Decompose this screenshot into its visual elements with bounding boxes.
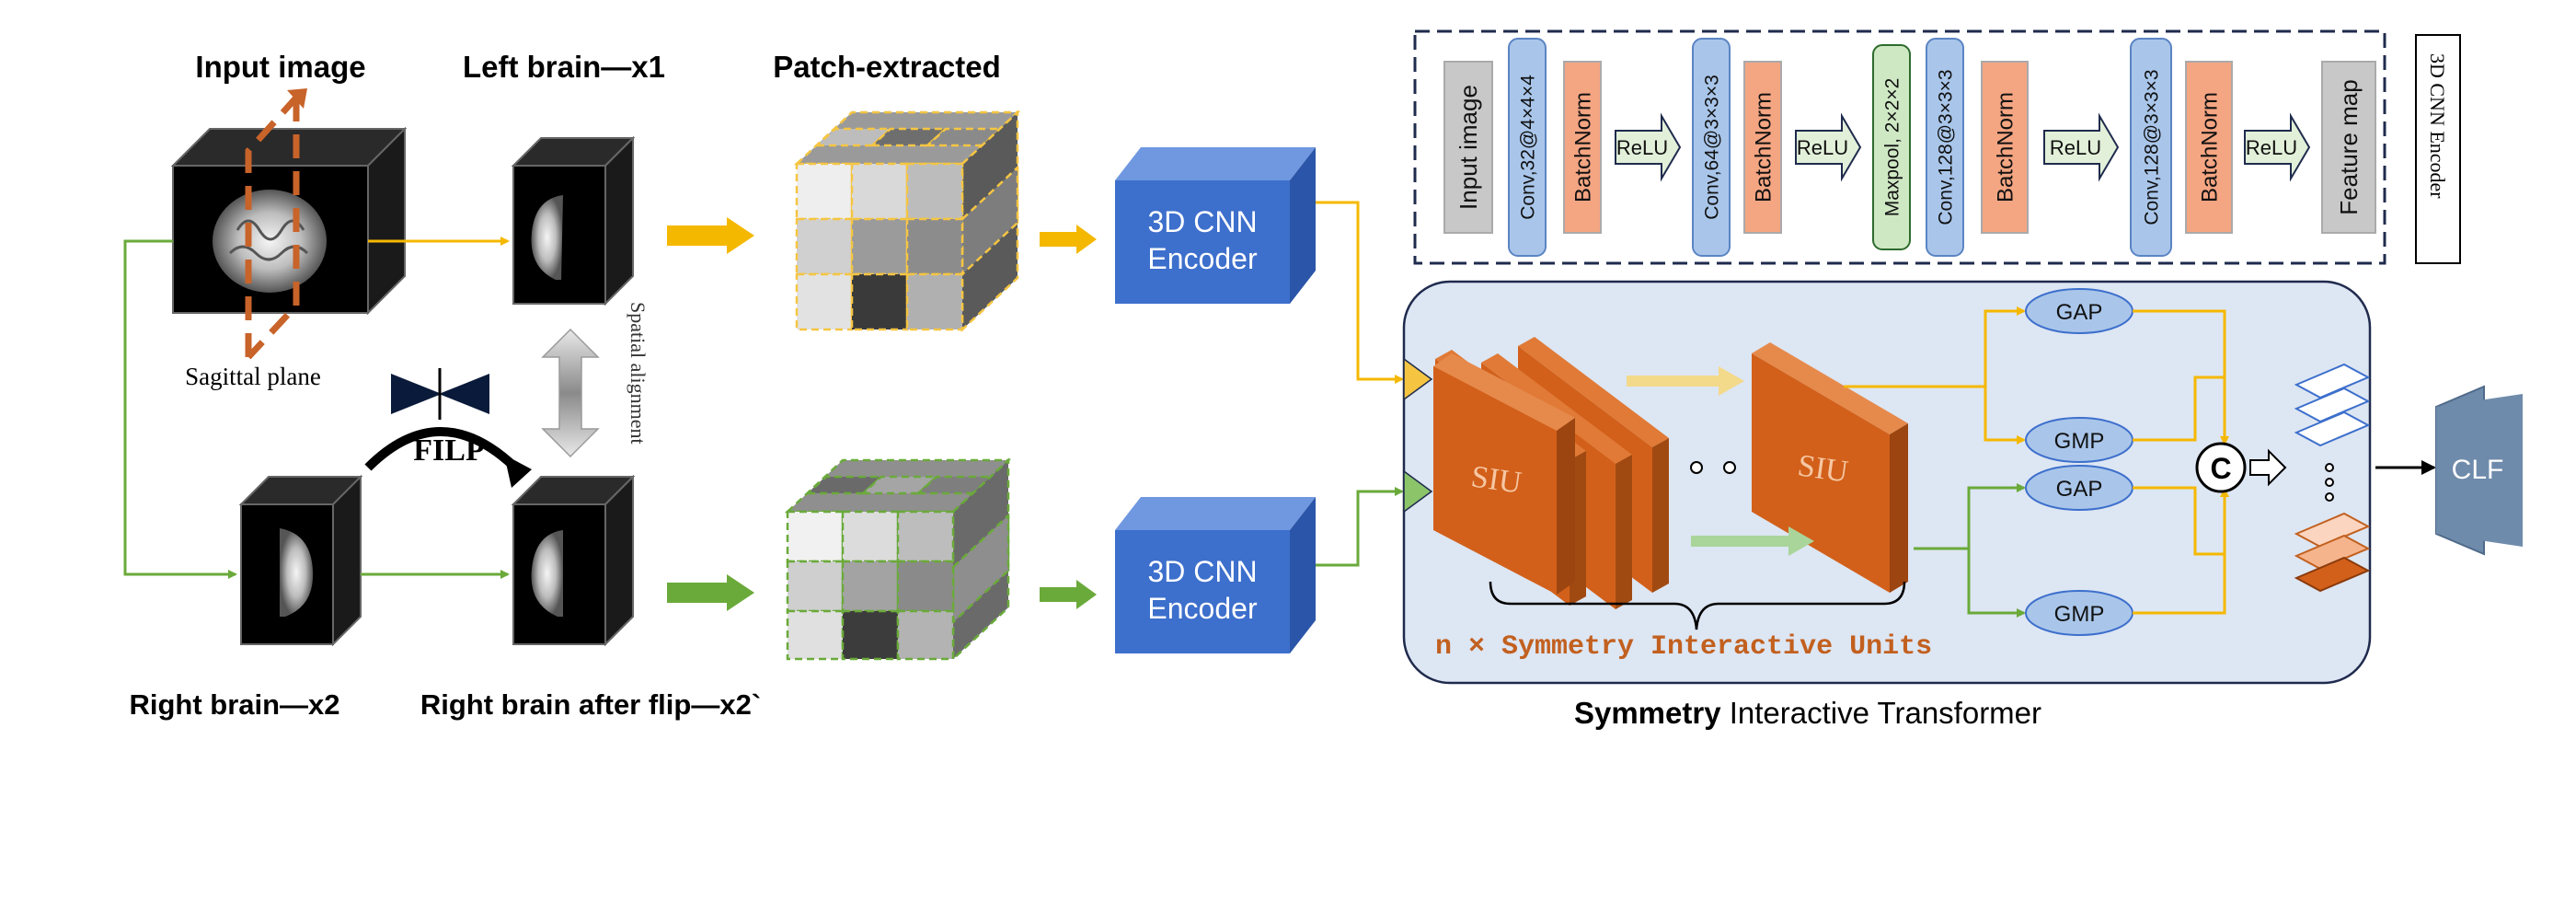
cnn-layer-label: Maxpool, 2×2×2: [1881, 78, 1903, 217]
left-brain-image: [531, 195, 563, 280]
siu-label-2: SIU: [1796, 448, 1850, 489]
cnn-layer-relu3: ReLU: [2043, 112, 2120, 182]
clf-block: CLF: [2435, 385, 2523, 556]
cnn-encoder-side-label: 3D CNN Encoder: [2426, 53, 2449, 199]
sagittal-plane-label: Sagittal plane: [185, 363, 321, 390]
gmp-node-bottom: GMP: [2025, 590, 2133, 636]
cnn-layer-feature-map: Feature map: [2321, 61, 2376, 234]
gmp-node-top: GMP: [2025, 417, 2133, 463]
cnn-layer-bn3: BatchNorm: [1981, 61, 2029, 234]
green-pool-branch: [1914, 483, 2026, 618]
cnn-layer-label: ReLU: [1616, 136, 1668, 159]
right-brain-flip-title: Right brain after flip—x2`: [420, 688, 761, 721]
cnn-layer-relu2: ReLU: [1795, 112, 1862, 182]
spatial-alignment-arrow: [541, 328, 600, 458]
clf-label: CLF: [2452, 455, 2504, 485]
cnn-encoder-bottom-line1: 3D CNN: [1147, 555, 1257, 588]
cnn-layer-bn2: BatchNorm: [1743, 61, 1782, 234]
siu-units-label: n × Symmetry Interactive Units: [1435, 631, 1932, 663]
left-brain-title: Left brain—x1: [463, 50, 665, 84]
concat-to-features-arrow: [2249, 448, 2287, 487]
gap-label-bottom: GAP: [2056, 477, 2103, 502]
transformer-input-marker-bottom: [1403, 469, 1433, 514]
spatial-alignment-label: Spatial alignment: [627, 302, 650, 445]
cnn-layer-bn1: BatchNorm: [1563, 61, 1602, 234]
cnn-layer-conv1: Conv,32@4×4×4: [1508, 38, 1547, 257]
cnn-layer-label: ReLU: [2246, 136, 2297, 159]
patch-cube-yellow: [793, 110, 1021, 332]
pool-to-concat-lines: [2133, 309, 2229, 615]
left-brain-cube: [511, 135, 636, 306]
siu-brace: [1489, 581, 1906, 630]
cnn-layer-label: ReLU: [1797, 136, 1848, 159]
cnn-encoder-top-line1: 3D CNN: [1147, 205, 1257, 238]
siu-block-right: SIU: [1752, 342, 1908, 593]
concat-label: C: [2210, 452, 2231, 485]
cnn-layer-relu4: ReLU: [2244, 112, 2311, 182]
siu-label-1: SIU: [1469, 459, 1524, 500]
feature-stack-ellipsis: [2325, 463, 2334, 502]
cnn-encoder-block-top: 3D CNN Encoder: [1115, 147, 1316, 304]
ellipsis-dot: [1690, 461, 1703, 474]
transformer-title-bold: Symmetry: [1574, 696, 1721, 730]
cnn-encoder-layers: Input image Conv,32@4×4×4 BatchNorm ReLU Con…: [1443, 38, 2376, 257]
siu-flow-arrow-top: [1627, 366, 1744, 396]
flip-icon: [364, 368, 532, 488]
green-path-bottom: [123, 239, 1097, 611]
cnn-layer-label: Input image: [1455, 85, 1482, 210]
cnn-layer-label: Conv,128@3×3×3: [2141, 69, 2162, 225]
cnn-encoder-side-label-box: [2415, 34, 2461, 264]
cnn-layer-bn4: BatchNorm: [2185, 61, 2233, 234]
right-brain-cube: [238, 474, 363, 647]
feature-stack-bottom: [2294, 512, 2371, 593]
cnn-encoder-top-line2: Encoder: [1147, 242, 1258, 275]
cnn-layer-label: BatchNorm: [2197, 92, 2222, 202]
right-brain-image: [280, 528, 314, 617]
cnn-encoder-bottom-line2: Encoder: [1147, 592, 1258, 625]
input-image-cube: [170, 126, 408, 316]
feature-stack-top: [2294, 363, 2371, 447]
input-image-title: Input image: [195, 50, 365, 84]
siu-block-1: SIU: [1433, 353, 1575, 595]
gap-node-bottom: GAP: [2025, 465, 2133, 511]
cnn-layer-relu1: ReLU: [1615, 112, 1682, 182]
encoder-bottom-to-transformer: [1316, 487, 1404, 567]
brain-image: [213, 190, 327, 293]
right-brain-flipped-image: [531, 530, 563, 617]
concat-node: C: [2195, 442, 2247, 493]
cnn-layer-label: BatchNorm: [1751, 92, 1776, 202]
gmp-label-bottom: GMP: [2054, 602, 2105, 627]
cnn-layer-conv4: Conv,128@3×3×3: [2130, 38, 2172, 257]
cnn-layer-label: Conv,32@4×4×4: [1517, 75, 1538, 220]
cnn-layer-label: BatchNorm: [1993, 92, 2018, 202]
gap-label-top: GAP: [2056, 300, 2103, 325]
transformer-title-rest: Interactive Transformer: [1721, 696, 2041, 730]
encoder-top-to-transformer: [1316, 201, 1404, 384]
filp-label: FILP: [413, 433, 484, 468]
cnn-encoder-block-bottom: 3D CNN Encoder: [1115, 497, 1316, 653]
cnn-layer-label: Feature map: [2335, 79, 2363, 214]
right-brain-flipped-cube: [511, 474, 636, 647]
right-brain-title: Right brain—x2: [129, 688, 339, 721]
transformer-title: Symmetry Interactive Transformer: [1574, 696, 2041, 730]
cnn-layer-conv2: Conv,64@3×3×3: [1692, 38, 1731, 257]
cnn-layer-label: ReLU: [2050, 136, 2101, 159]
cnn-layer-maxpool: Maxpool, 2×2×2: [1872, 44, 1911, 250]
cnn-layer-conv3: Conv,128@3×3×3: [1926, 38, 1964, 257]
patch-extracted-title: Patch-extracted: [773, 50, 1001, 84]
ellipsis-dot: [1723, 461, 1736, 474]
cnn-layer-label: BatchNorm: [1570, 92, 1595, 202]
yellow-path-top: [368, 217, 1097, 254]
gap-node-top: GAP: [2025, 288, 2133, 334]
siu-flow-arrow-bottom: [1691, 526, 1814, 556]
transformer-input-marker-top: [1403, 357, 1433, 401]
patch-cube-green: [784, 457, 1012, 662]
cnn-encoder-detail-box: [1413, 29, 2386, 265]
cnn-layer-label: Conv,128@3×3×3: [1935, 69, 1956, 225]
cnn-layer-label: Conv,64@3×3×3: [1701, 75, 1722, 220]
cnn-layer-input: Input image: [1443, 61, 1493, 234]
sagittal-plane-indicator: [245, 88, 307, 360]
yellow-pool-branch: [1844, 306, 2026, 445]
gmp-label-top: GMP: [2054, 429, 2105, 454]
